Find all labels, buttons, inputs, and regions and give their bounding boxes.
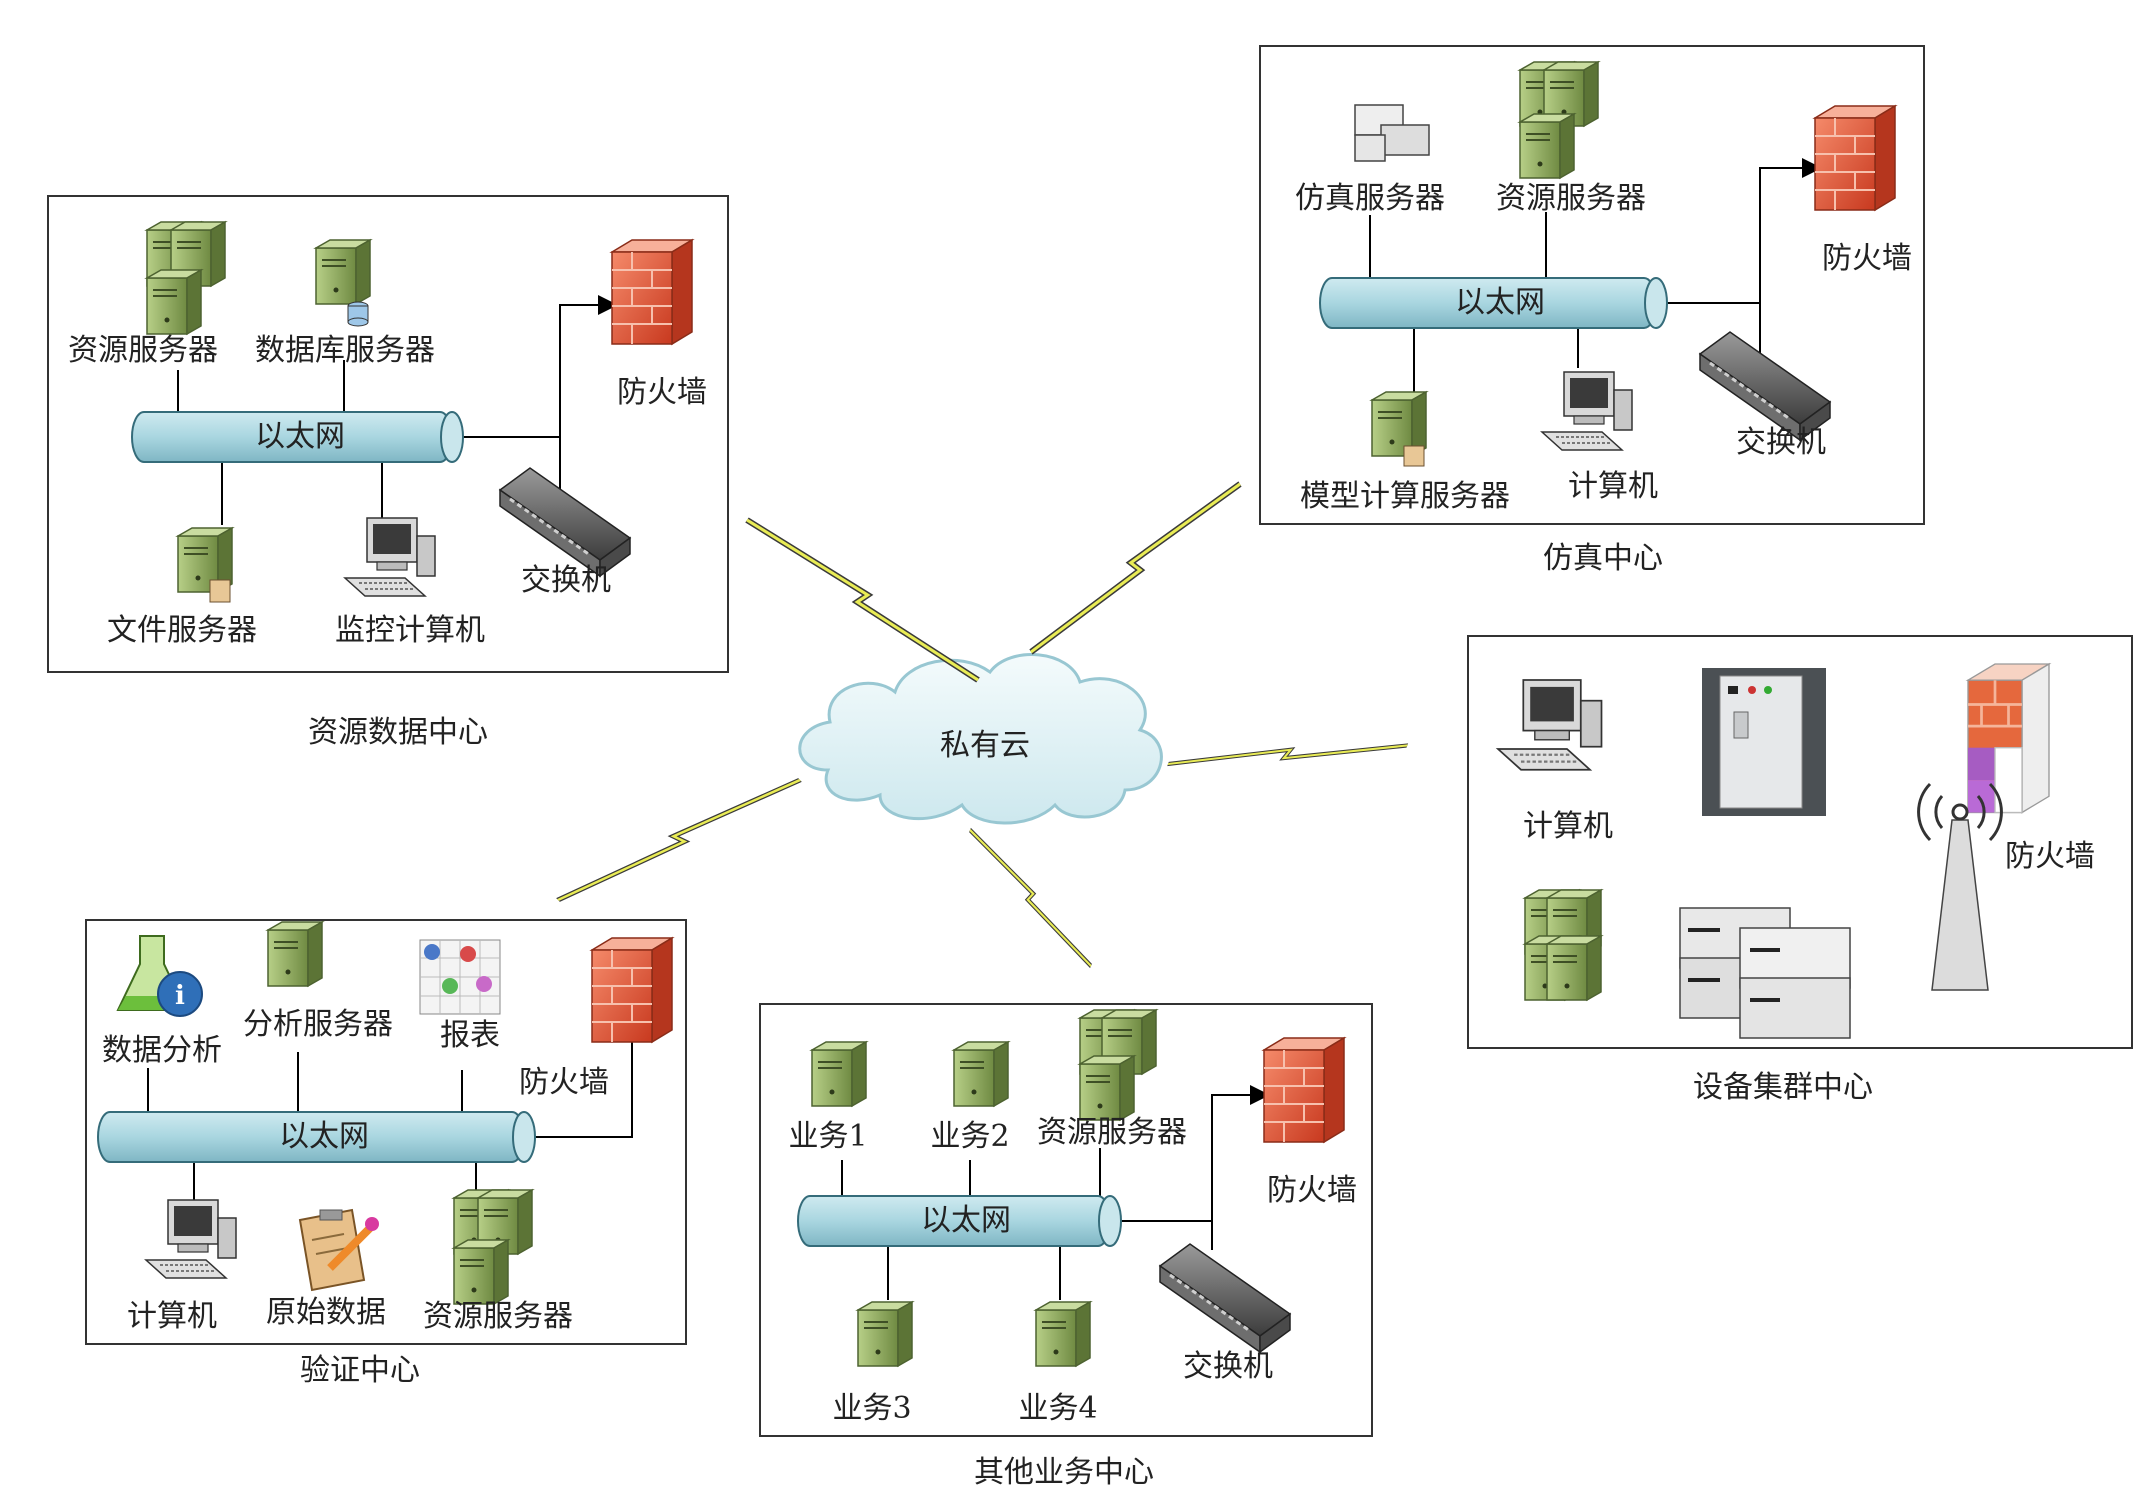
resource-server-label: 资源服务器 (1496, 181, 1646, 216)
firewall-label: 防火墙 (1822, 241, 1912, 276)
simulation-server-icon (1354, 104, 1430, 162)
firewall-label: 防火墙 (617, 375, 707, 410)
computer-label: 计算机 (1568, 469, 1658, 504)
lightning-bolt-icon (970, 830, 1091, 966)
report-icon (419, 939, 501, 1015)
switch-label: 交换机 (1736, 425, 1826, 460)
biz2-label: 业务2 (930, 1119, 1009, 1154)
center-caption: 设备集群中心 (1693, 1070, 1873, 1105)
database-server-icon (315, 239, 371, 327)
server-icon (1035, 1301, 1091, 1367)
ethernet-label: 以太网 (255, 419, 345, 454)
db-server-label: 数据库服务器 (255, 333, 435, 368)
analysis-server-label: 分析服务器 (243, 1007, 393, 1042)
switch-label: 交换机 (521, 563, 611, 598)
ethernet-bus: 以太网 (1319, 277, 1668, 329)
firewall-label: 防火墙 (2005, 839, 2095, 874)
raw-data-icon (298, 1208, 379, 1292)
firewall-icon (591, 937, 673, 1043)
data-analysis-label: 数据分析 (102, 1033, 222, 1068)
model-server-label: 模型计算服务器 (1300, 479, 1510, 514)
other-business-center: 以太网 业务1 业务2 资源服务器 防火墙 交换机 业务3 业务4 其他业务中心 (759, 1003, 1373, 1490)
equipment-cabinet-photo (1702, 668, 1826, 816)
svg-text:i: i (175, 981, 185, 1011)
private-cloud: 私有云 (798, 653, 1163, 825)
verification-center: 以太网 i 数据分析 分析服务器 报表 防火墙 计算机 (85, 919, 687, 1388)
sim-server-label: 仿真服务器 (1295, 181, 1445, 216)
rack-server-icon (1679, 907, 1851, 1039)
model-server-icon (1371, 391, 1427, 467)
resource-server-label: 资源服务器 (1037, 1115, 1187, 1150)
ethernet-bus: 以太网 (131, 411, 464, 463)
server-stack-icon (1524, 889, 1602, 1001)
lightning-bolt-icon (1031, 484, 1240, 652)
lightning-bolt-icon (747, 520, 978, 680)
computer-label: 计算机 (1523, 809, 1613, 844)
ethernet-bus: 以太网 (797, 1195, 1122, 1247)
file-server-icon (177, 527, 233, 603)
cloud-label: 私有云 (940, 728, 1030, 763)
switch-label: 交换机 (1183, 1349, 1273, 1384)
ethernet-label: 以太网 (921, 1203, 1011, 1238)
file-server-label: 文件服务器 (107, 613, 257, 648)
simulation-center: 以太网 仿真服务器 资源服务器 防火墙 交换机 模型计算服务器 计算机 仿真中心 (1259, 45, 1925, 576)
firewall-icon (1814, 105, 1896, 211)
firewall-icon (1263, 1037, 1345, 1143)
resource-data-center: 以太网 资源服务器 数据库服务器 防火墙 交换机 文件服务器 监控计算机 资源数… (47, 195, 729, 750)
wireless-antenna-icon (1917, 782, 2003, 991)
biz3-label: 业务3 (832, 1391, 911, 1426)
computer-label: 计算机 (127, 1299, 217, 1334)
ethernet-label: 以太网 (279, 1119, 369, 1154)
ethernet-label: 以太网 (1455, 285, 1545, 320)
biz4-label: 业务4 (1018, 1391, 1097, 1426)
equipment-cluster-center: 计算机 防火墙 (1467, 635, 2133, 1105)
biz1-label: 业务1 (788, 1119, 867, 1154)
lightning-bolt-icon (1168, 661, 1407, 849)
server-icon (953, 1041, 1009, 1107)
firewall-icon (1965, 662, 2052, 814)
ethernet-bus: 以太网 (97, 1111, 536, 1163)
monitor-pc-label: 监控计算机 (335, 613, 485, 648)
center-caption: 验证中心 (300, 1353, 420, 1388)
resource-server-label: 资源服务器 (423, 1299, 573, 1334)
report-label: 报表 (440, 1018, 500, 1053)
analysis-server-icon (267, 921, 323, 987)
raw-data-label: 原始数据 (266, 1295, 386, 1330)
resource-server-label: 资源服务器 (68, 333, 218, 368)
server-icon (811, 1041, 867, 1107)
data-analysis-icon: i (116, 935, 203, 1017)
server-icon (857, 1301, 913, 1367)
lightning-bolt-icon (558, 780, 800, 900)
center-caption: 仿真中心 (1543, 541, 1663, 576)
firewall-label: 防火墙 (519, 1065, 609, 1100)
firewall-icon (611, 239, 693, 345)
center-caption: 资源数据中心 (308, 715, 488, 750)
center-caption: 其他业务中心 (974, 1455, 1154, 1490)
firewall-label: 防火墙 (1267, 1173, 1357, 1208)
